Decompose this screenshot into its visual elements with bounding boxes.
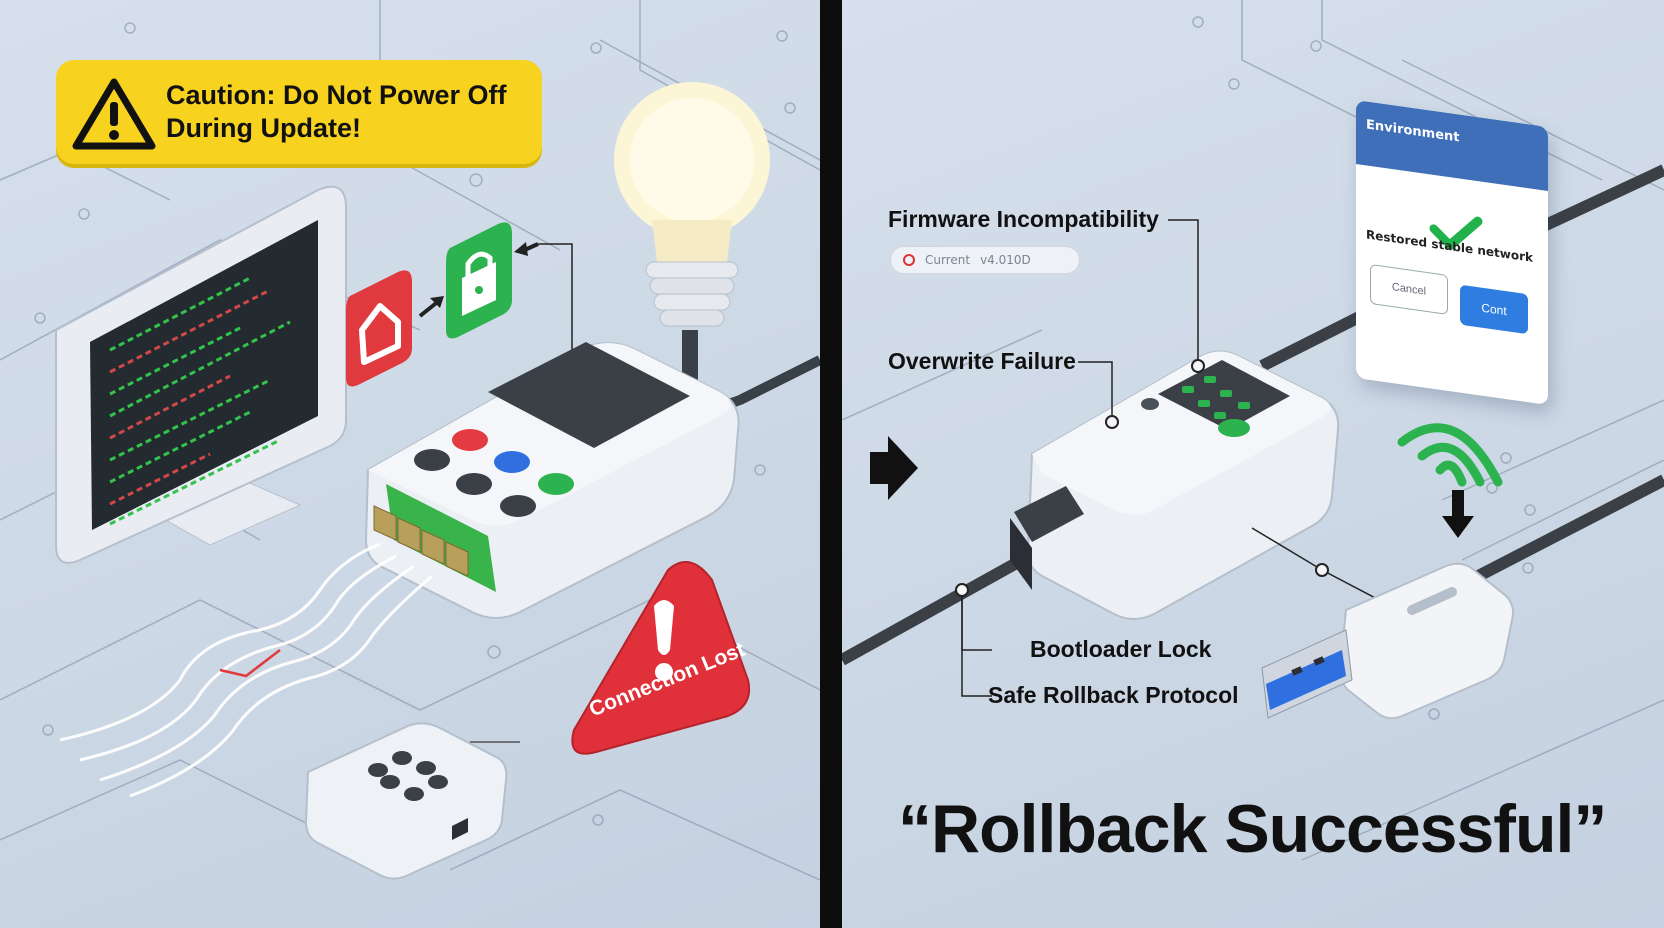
version-pill-right: v4.010D xyxy=(980,253,1031,267)
leader-line-lock xyxy=(538,243,573,366)
lightbulb-icon xyxy=(614,82,820,410)
caution-text: Caution: Do Not Power Off During Update! xyxy=(166,79,526,145)
download-arrow-icon xyxy=(1442,490,1474,538)
version-pill-left: Current xyxy=(925,253,971,267)
callout-safe-rollback-protocol: Safe Rollback Protocol xyxy=(988,682,1239,708)
cable-left xyxy=(842,554,1025,666)
left-panel-update-failure: Caution: Do Not Power Off During Update!… xyxy=(0,0,820,928)
exclamation-icon xyxy=(571,561,750,755)
left-scene xyxy=(0,0,820,881)
data-wires xyxy=(59,542,433,798)
wifi-signal-icon xyxy=(1397,423,1503,487)
link-arrowhead-2 xyxy=(514,242,528,256)
link-arrowhead-1 xyxy=(430,296,444,308)
button-dark-1 xyxy=(414,449,450,471)
caution-banner: Caution: Do Not Power Off During Update! xyxy=(56,60,542,164)
callout-firmware-incompatibility: Firmware Incompatibility xyxy=(888,206,1159,232)
callout-overwrite-failure: Overwrite Failure xyxy=(888,348,1076,374)
rollback-headline: “Rollback Successful” xyxy=(898,791,1607,867)
warning-triangle-icon xyxy=(72,78,156,150)
computer-monitor xyxy=(55,185,347,564)
home-icon xyxy=(346,270,412,387)
close-icon[interactable]: × xyxy=(1527,210,1538,226)
firmware-version-pill: Current v4.010D xyxy=(890,246,1080,274)
button-green xyxy=(538,473,574,495)
checkmark-icon xyxy=(1429,216,1483,250)
broken-wire xyxy=(219,649,281,678)
lock-icon xyxy=(446,222,512,339)
arrow-right-icon xyxy=(870,436,918,500)
caution-line-1: Caution: Do Not Power Off xyxy=(166,80,507,110)
button-blue xyxy=(494,451,530,473)
panel-divider xyxy=(820,0,842,928)
device-screen xyxy=(488,342,690,448)
small-hub-device xyxy=(304,722,508,880)
status-dot-icon xyxy=(903,254,915,266)
caution-line-2: During Update! xyxy=(166,113,361,143)
device-main xyxy=(364,342,740,619)
usb-plug-icon xyxy=(1261,562,1515,720)
right-panel-rollback: Firmware Incompatibility Overwrite Failu… xyxy=(842,0,1664,928)
rollback-dialog: Environment × Restored stable network Ca… xyxy=(1356,100,1548,405)
continue-button[interactable]: Cont xyxy=(1460,284,1528,335)
code-lines xyxy=(109,276,291,526)
device-rollback xyxy=(1010,350,1340,620)
button-dark-2 xyxy=(456,473,492,495)
cancel-button[interactable]: Cancel xyxy=(1370,263,1448,315)
callout-bootloader-lock: Bootloader Lock xyxy=(1030,636,1212,662)
button-dark-3 xyxy=(500,495,536,517)
button-red xyxy=(452,429,488,451)
right-scene xyxy=(842,0,1664,861)
